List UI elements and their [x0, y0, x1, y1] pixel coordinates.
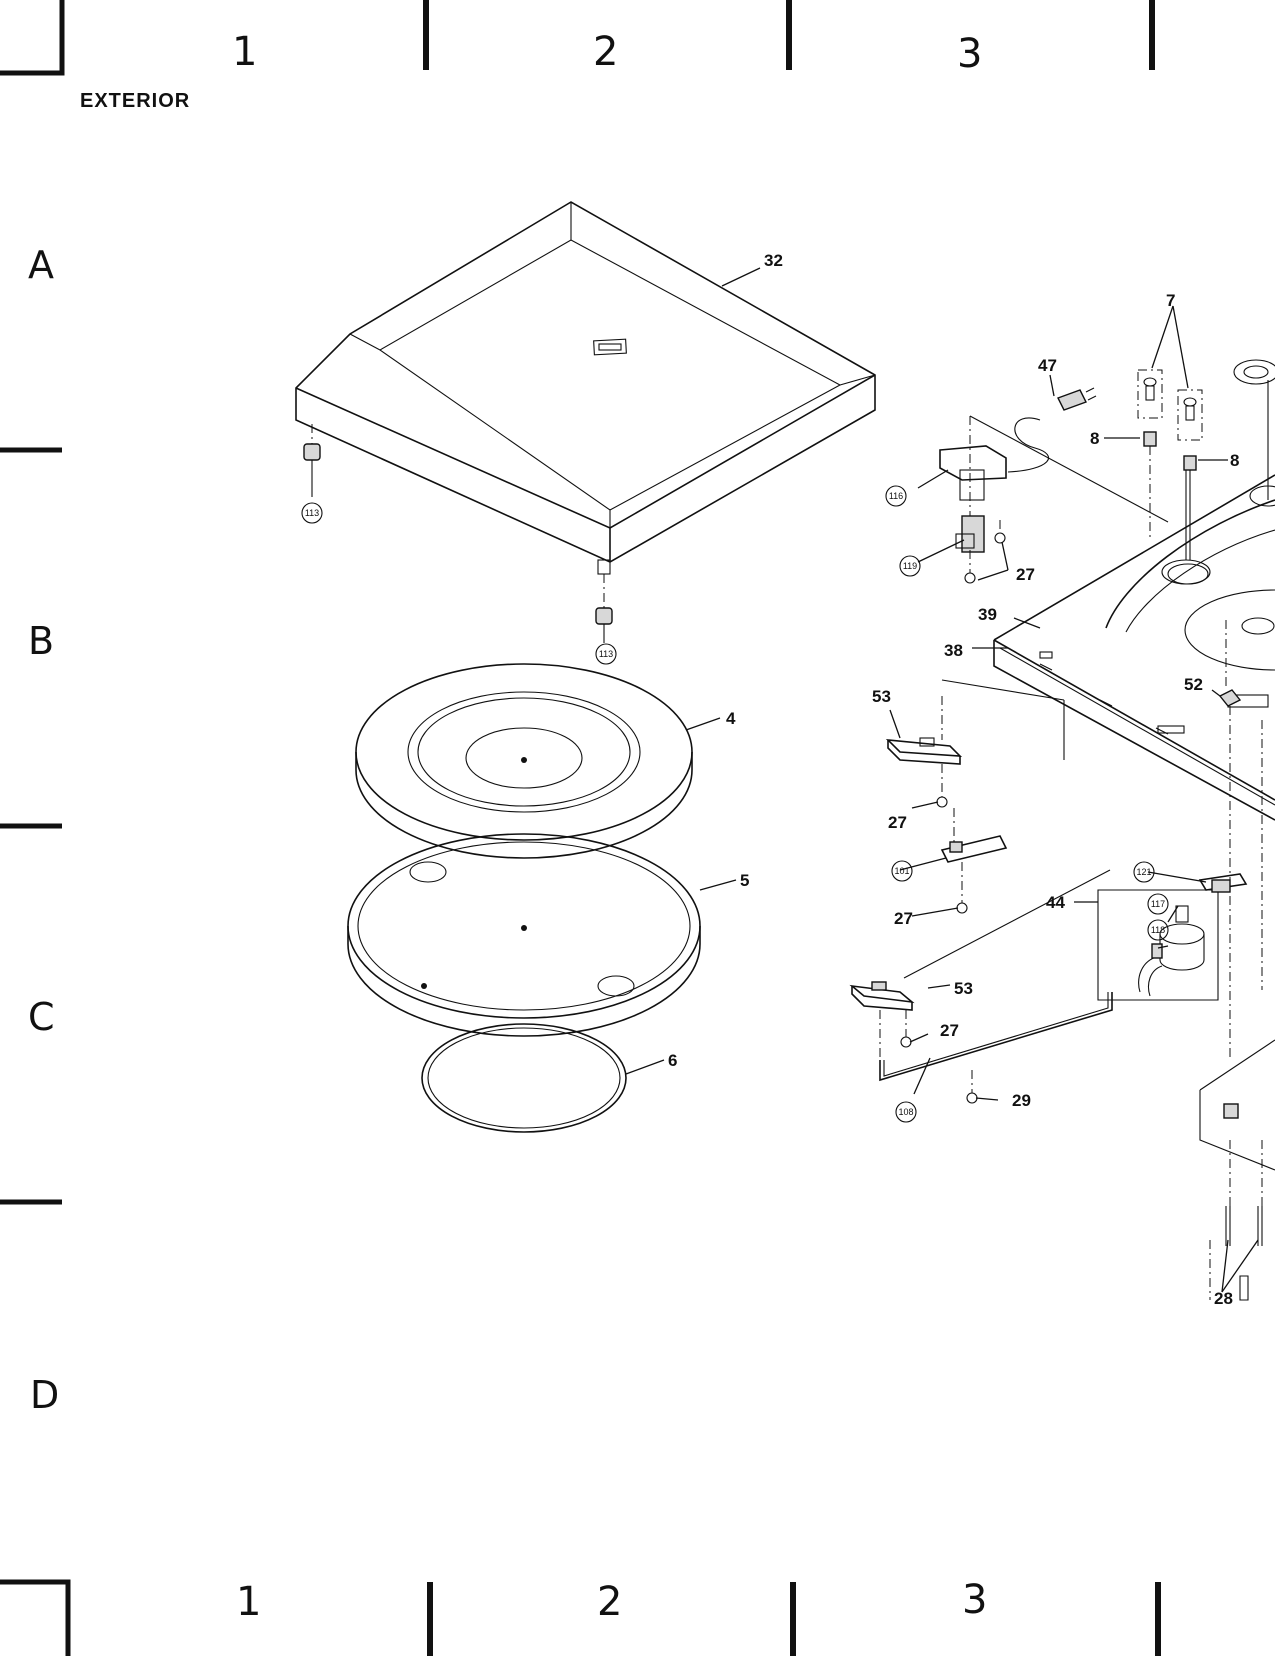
column-number-1-bottom: 1	[236, 1579, 262, 1625]
label-part-4: 4	[726, 709, 736, 728]
column-number-1-top: 1	[232, 29, 258, 75]
row-letter-c: C	[28, 995, 55, 1039]
row-letter-b: B	[28, 619, 55, 663]
part-numbers: 32 4 5 6 7 47 8 8 27 39 38 53 52 27 27 4…	[668, 251, 1239, 1308]
right-side-parts	[1198, 620, 1275, 1301]
label-part-7: 7	[1166, 291, 1175, 310]
drive-belt	[421, 1023, 627, 1133]
circled-label-116: 116	[885, 485, 907, 507]
platter	[347, 833, 701, 1037]
column-number-3-bottom: 3	[962, 1577, 988, 1623]
label-part-6: 6	[668, 1051, 677, 1070]
frame-marks	[0, 0, 1161, 1656]
row-letter-a: A	[28, 243, 54, 287]
circled-label-101: 101	[891, 860, 913, 882]
svg-text:118: 118	[1151, 925, 1165, 935]
motor-assembly	[1097, 889, 1219, 1001]
row-letter-d: D	[30, 1373, 60, 1417]
circled-references: 113 113 116 119 101 121 117 118 108	[301, 485, 1169, 1123]
label-part-8-left: 8	[1090, 429, 1099, 448]
label-part-38: 38	[944, 641, 963, 660]
platter-mat	[355, 663, 693, 859]
label-part-27-lower: 27	[894, 909, 913, 928]
label-part-27-bottom: 27	[940, 1021, 959, 1040]
label-part-8-right: 8	[1230, 451, 1239, 470]
circled-label-108: 108	[895, 1101, 917, 1123]
label-part-27-top: 27	[1016, 565, 1035, 584]
circled-label-117: 117	[1147, 893, 1169, 915]
section-title: EXTERIOR	[80, 90, 191, 112]
label-part-32: 32	[764, 251, 783, 270]
switch-assembly-upper	[885, 679, 1065, 914]
column-number-2-bottom: 2	[597, 1579, 623, 1625]
svg-text:119: 119	[903, 561, 917, 571]
label-part-5: 5	[740, 871, 749, 890]
label-part-29: 29	[1012, 1091, 1031, 1110]
circled-label-113-left: 113	[301, 502, 323, 524]
label-part-39: 39	[978, 605, 997, 624]
label-part-47: 47	[1038, 356, 1057, 375]
label-part-53-upper: 53	[872, 687, 891, 706]
circled-label-118: 118	[1147, 919, 1169, 941]
power-cord-assembly	[939, 387, 1169, 584]
leader-lines	[625, 267, 1259, 1293]
circled-label-121: 121	[1133, 861, 1155, 883]
column-number-3-top: 3	[957, 31, 983, 77]
label-part-53-lower: 53	[954, 979, 973, 998]
svg-text:113: 113	[305, 508, 319, 518]
mounting-screws	[1137, 369, 1211, 585]
svg-text:121: 121	[1136, 867, 1151, 877]
column-number-2-top: 2	[593, 29, 619, 75]
circled-label-113-right: 113	[595, 643, 617, 665]
svg-text:101: 101	[894, 866, 909, 876]
svg-text:113: 113	[599, 649, 613, 659]
dust-cover	[295, 201, 876, 643]
foot-113-left	[303, 443, 321, 461]
label-part-27-mid: 27	[888, 813, 907, 832]
foot-113-right	[595, 607, 613, 625]
label-part-52: 52	[1184, 675, 1203, 694]
switch-assembly-lower	[849, 869, 1113, 1104]
label-part-28: 28	[1214, 1289, 1233, 1308]
label-part-44: 44	[1046, 893, 1065, 912]
svg-text:116: 116	[889, 491, 903, 501]
turntable-base	[993, 359, 1275, 821]
circled-label-119: 119	[899, 555, 921, 577]
svg-text:108: 108	[898, 1107, 913, 1117]
svg-text:117: 117	[1151, 899, 1165, 909]
